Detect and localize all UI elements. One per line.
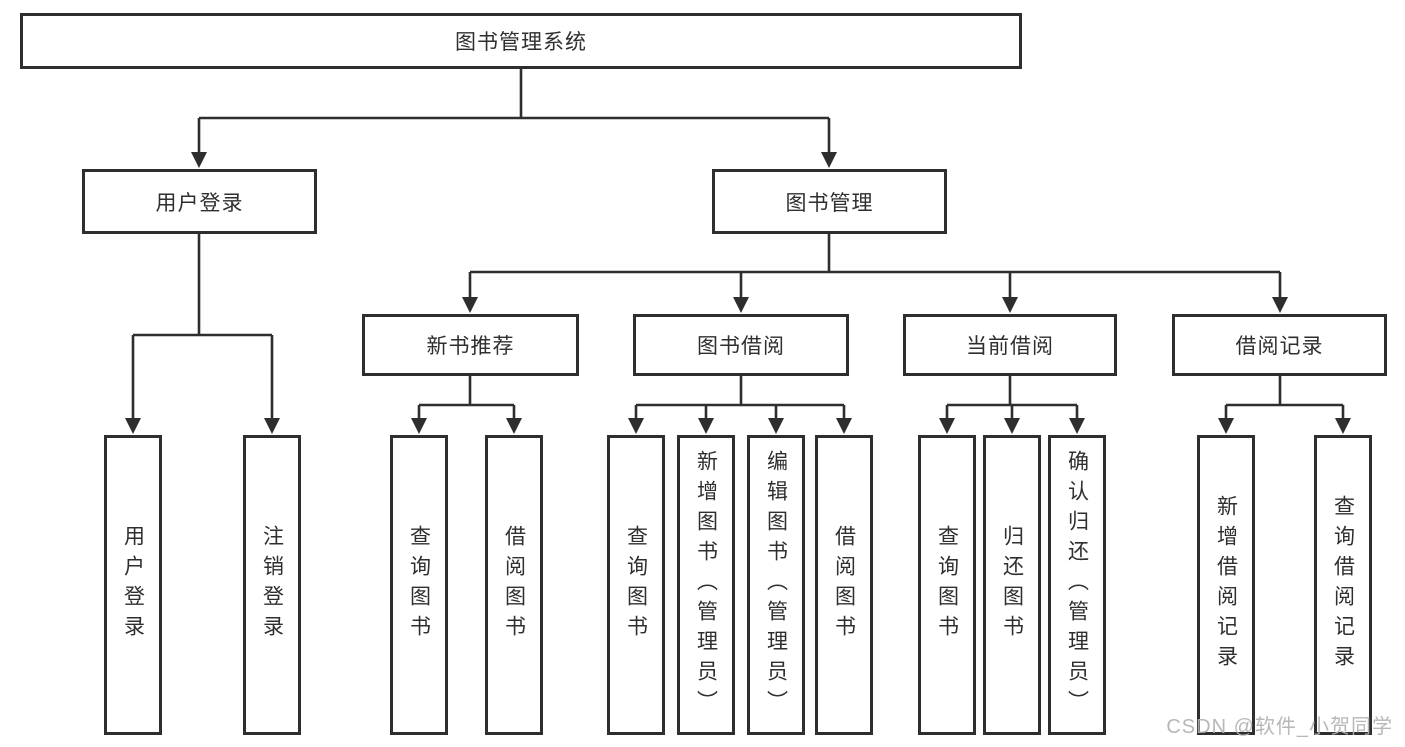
leaf-confirm-return-admin-label: 确认归还（管理员） <box>1065 450 1089 720</box>
node-current-borrow: 当前借阅 <box>903 314 1117 376</box>
leaf-borrow-query-books-label: 查询图书 <box>624 525 648 645</box>
node-book-borrow-label: 图书借阅 <box>697 335 785 358</box>
leaf-user-login: 用户登录 <box>104 435 162 735</box>
node-new-book-recommend-label: 新书推荐 <box>426 335 515 358</box>
leaf-add-borrow-record: 新增借阅记录 <box>1197 435 1255 735</box>
node-new-book-recommend: 新书推荐 <box>362 314 579 376</box>
leaf-recommend-query-books: 查询图书 <box>390 435 448 735</box>
leaf-current-query-books-label: 查询图书 <box>935 525 959 645</box>
leaf-borrow-books: 借阅图书 <box>815 435 873 735</box>
leaf-logout-label: 注销登录 <box>260 525 284 645</box>
node-user-login-label: 用户登录 <box>155 191 244 215</box>
leaf-recommend-query-books-label: 查询图书 <box>407 525 431 645</box>
leaf-recommend-borrow-books-label: 借阅图书 <box>502 525 526 645</box>
node-root-label: 图书管理系统 <box>455 31 587 54</box>
node-borrow-records-label: 借阅记录 <box>1235 335 1324 358</box>
leaf-confirm-return-admin: 确认归还（管理员） <box>1048 435 1106 735</box>
leaf-query-borrow-record-label: 查询借阅记录 <box>1331 495 1355 675</box>
node-user-login: 用户登录 <box>82 169 317 234</box>
leaf-recommend-borrow-books: 借阅图书 <box>485 435 543 735</box>
leaf-borrow-query-books: 查询图书 <box>607 435 665 735</box>
leaf-add-books-admin: 新增图书（管理员） <box>677 435 735 735</box>
leaf-edit-books-admin: 编辑图书（管理员） <box>747 435 805 735</box>
leaf-add-books-admin-label: 新增图书（管理员） <box>694 450 718 720</box>
node-current-borrow-label: 当前借阅 <box>966 335 1054 358</box>
leaf-user-login-label: 用户登录 <box>121 525 145 645</box>
leaf-borrow-books-label: 借阅图书 <box>832 525 856 645</box>
leaf-edit-books-admin-label: 编辑图书（管理员） <box>764 450 788 720</box>
leaf-return-books-label: 归还图书 <box>1000 525 1024 645</box>
node-book-management-label: 图书管理 <box>785 191 874 215</box>
leaf-query-borrow-record: 查询借阅记录 <box>1314 435 1372 735</box>
csdn-watermark: CSDN @软件_小贺同学 <box>1166 716 1393 738</box>
node-book-management: 图书管理 <box>712 169 947 234</box>
node-book-borrow: 图书借阅 <box>633 314 849 376</box>
leaf-add-borrow-record-label: 新增借阅记录 <box>1214 495 1238 675</box>
leaf-return-books: 归还图书 <box>983 435 1041 735</box>
leaf-current-query-books: 查询图书 <box>918 435 976 735</box>
node-root: 图书管理系统 <box>20 13 1022 69</box>
node-borrow-records: 借阅记录 <box>1172 314 1387 376</box>
leaf-logout: 注销登录 <box>243 435 301 735</box>
